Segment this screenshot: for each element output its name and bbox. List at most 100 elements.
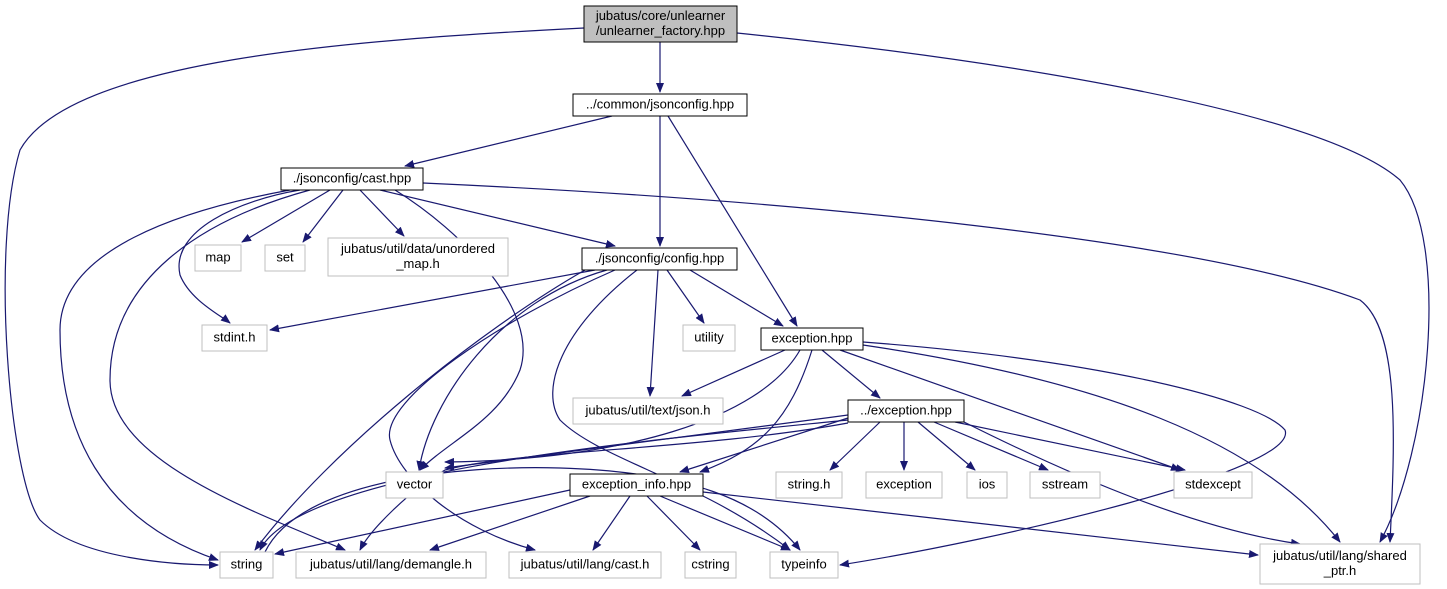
node-stdint-h-label: stdint.h (214, 330, 256, 345)
node-ios-label: ios (979, 477, 996, 492)
edge-pexception-to-sstream (933, 421, 1049, 471)
node-lang-cast-h-label: jubatus/util/lang/cast.h (520, 557, 650, 572)
edge-exception-to-exinfo (699, 349, 813, 473)
node-unordered-map-h: jubatus/util/data/unordered_map.h (327, 237, 509, 277)
node-utility-box (682, 324, 736, 352)
node-exception-info-hpp-box[interactable] (569, 473, 704, 497)
node-string-box (219, 551, 274, 579)
edge-exception-to-typeinfo (839, 341, 1286, 568)
edge-exinfo-to-langcast (592, 495, 631, 551)
node-exception-hpp-label: exception.hpp (772, 331, 853, 346)
edge-pexception-to-vector (444, 414, 849, 471)
edge-config-to-exception (689, 269, 784, 327)
node-stdint-h: stdint.h (201, 324, 268, 352)
edge-cast-to-demangle (109, 189, 346, 551)
node-lang-cast-h-box (508, 551, 662, 579)
edge-pexception-to-stdexcept (954, 421, 1186, 473)
node-parent-exception-hpp-label: ../exception.hpp (860, 403, 952, 418)
node-string-h-box (775, 471, 843, 499)
node-unordered-map-h-label: _map.h (395, 256, 439, 271)
edge-exinfo-to-shared (702, 491, 1259, 558)
node-typeinfo-box (769, 551, 839, 579)
node-exception-hpp[interactable]: exception.hpp (760, 327, 864, 351)
node-jsonconfig-cast-hpp-box[interactable] (280, 167, 424, 191)
edge-exinfo-to-typeinfo (659, 495, 791, 551)
edge-pexception-to-demangle (359, 422, 849, 551)
edge-config-to-typeinfo (552, 269, 791, 551)
node-jsonconfig-cast-hpp[interactable]: ./jsonconfig/cast.hpp (280, 167, 424, 191)
node-sstream: sstream (1029, 471, 1101, 499)
node-stdint-h-box (201, 324, 268, 352)
node-exception-info-hpp[interactable]: exception_info.hpp (569, 473, 704, 497)
node-json-h: jubatus/util/text/json.h (572, 397, 724, 425)
node-set: set (264, 244, 306, 272)
node-stdexcept-box (1173, 471, 1253, 499)
edge-config-to-json (646, 269, 659, 397)
node-shared-ptr-h: jubatus/util/lang/shared_ptr.h (1259, 543, 1421, 585)
node-ios-box (966, 471, 1008, 499)
node-unlearner-factory-hpp-label: /unlearner_factory.hpp (596, 23, 725, 38)
edge-exception-to-pexception (821, 349, 881, 399)
node-string-h: string.h (775, 471, 843, 499)
edge-string-to-typeinfo (264, 467, 801, 553)
node-ios: ios (966, 471, 1008, 499)
node-demangle-h-label: jubatus/util/lang/demangle.h (309, 557, 472, 572)
node-stdexcept-label: stdexcept (1185, 477, 1241, 492)
node-json-h-label: jubatus/util/text/json.h (584, 403, 710, 418)
edge-factory-to-shared (736, 32, 1430, 543)
node-utility: utility (682, 324, 736, 352)
node-std-exception: exception (865, 471, 943, 499)
node-jsonconfig-cast-hpp-label: ./jsonconfig/cast.hpp (293, 171, 412, 186)
node-jsonconfig-config-hpp[interactable]: ./jsonconfig/config.hpp (581, 247, 738, 271)
node-unlearner-factory-hpp: jubatus/core/unlearner/unlearner_factory… (583, 5, 738, 43)
node-typeinfo-label: typeinfo (781, 557, 827, 572)
edge-pexception-to-ios (917, 421, 976, 471)
node-stdexcept: stdexcept (1173, 471, 1253, 499)
edge-config-to-utility (666, 269, 705, 324)
node-cstring-box (684, 551, 737, 579)
edge-cast-to-config (379, 189, 616, 248)
node-common-jsonconfig-hpp-box[interactable] (572, 93, 748, 117)
node-map: map (194, 244, 242, 272)
node-unordered-map-h-label: jubatus/util/data/unordered (340, 241, 495, 256)
node-set-label: set (276, 250, 294, 265)
node-jsonconfig-config-hpp-label: ./jsonconfig/config.hpp (595, 251, 724, 266)
edge-config-to-stdint (269, 269, 596, 333)
node-std-exception-label: exception (876, 477, 932, 492)
edge-config-to-langcast (388, 269, 616, 552)
node-string-h-label: string.h (788, 477, 831, 492)
node-unlearner-factory-hpp-label: jubatus/core/unlearner (595, 8, 726, 23)
node-vector: vector (385, 471, 444, 499)
edge-jsonconfig-to-exception (667, 115, 798, 327)
node-sstream-box (1029, 471, 1101, 499)
node-map-label: map (205, 250, 230, 265)
node-string-label: string (231, 557, 263, 572)
node-set-box (264, 244, 306, 272)
edge-jsonconfig-to-cast (404, 115, 613, 168)
node-unlearner-factory-hpp-box (583, 5, 738, 43)
edge-cast-to-vector (394, 189, 524, 471)
edge-pexception-to-stringh (829, 421, 881, 471)
node-common-jsonconfig-hpp[interactable]: ../common/jsonconfig.hpp (572, 93, 748, 117)
node-jsonconfig-config-hpp-box[interactable] (581, 247, 738, 271)
edge-cast-to-string (59, 189, 291, 561)
node-exception-hpp-box[interactable] (760, 327, 864, 351)
edge-exception-to-stdexcept (839, 349, 1181, 471)
edge-exception-to-json (681, 349, 786, 397)
node-string: string (219, 551, 274, 579)
node-vector-label: vector (397, 477, 433, 492)
nodes-layer: jubatus/core/unlearner/unlearner_factory… (194, 5, 1421, 585)
node-parent-exception-hpp[interactable]: ../exception.hpp (847, 399, 965, 423)
edge-exinfo-to-cstring (646, 495, 701, 551)
node-exception-info-hpp-label: exception_info.hpp (582, 477, 691, 492)
edge-config-to-string (254, 269, 586, 551)
edges-layer (4, 27, 1430, 569)
node-lang-cast-h: jubatus/util/lang/cast.h (508, 551, 662, 579)
edge-exinfo-to-demangle (429, 495, 591, 551)
node-parent-exception-hpp-box[interactable] (847, 399, 965, 423)
node-common-jsonconfig-hpp-label: ../common/jsonconfig.hpp (586, 97, 734, 112)
edge-cast-to-map (241, 189, 331, 243)
node-sstream-label: sstream (1042, 477, 1088, 492)
node-typeinfo: typeinfo (769, 551, 839, 579)
